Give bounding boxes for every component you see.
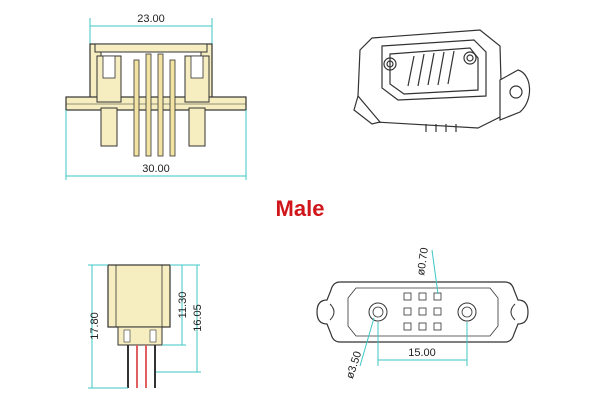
left-guide-peg [100, 107, 118, 147]
pin-square [403, 292, 412, 301]
total-height-label: 16.05 [192, 304, 204, 332]
iso-right-ear [499, 69, 531, 121]
bottom-view: ø0.70 ø3.50 15.00 [316, 247, 529, 380]
right-ear-notch [510, 303, 516, 321]
side-housing [107, 264, 171, 328]
pin-square [403, 322, 412, 331]
iso-pin [407, 55, 415, 87]
bottom-width-label: 30.00 [142, 163, 170, 175]
pin-square [418, 307, 427, 316]
pin-diameter-leader [431, 249, 439, 295]
mounting-flange [65, 96, 247, 111]
front-pin [133, 59, 140, 157]
body-height-label: 11.30 [177, 292, 189, 319]
iso-right-guide-hole-inner [466, 54, 474, 62]
pin-square [433, 322, 442, 331]
diagram-title: Male [276, 196, 325, 221]
hole-spacing-label: 15.00 [408, 347, 436, 359]
right-guide-hole-inner [461, 306, 473, 318]
bottom-inner-outline [347, 287, 499, 337]
pin-square [433, 307, 442, 316]
side-view: 17.80 11.30 16.05 [88, 264, 204, 389]
iso-right-ear-hole [509, 85, 523, 99]
iso-left-ear [353, 94, 382, 125]
iso-left-guide-hole-inner [386, 60, 394, 68]
hole-diameter-leader [359, 317, 375, 367]
pin-square [418, 322, 427, 331]
iso-inner-wall [389, 47, 479, 95]
iso-outer-shell [357, 29, 503, 129]
left-guide-slot [102, 55, 116, 79]
iso-right-guide-hole [463, 51, 477, 65]
housing-top-lip [94, 43, 208, 53]
pin-square [418, 292, 427, 301]
iso-pin [417, 53, 425, 87]
right-guide-peg [188, 107, 206, 147]
front-pin [145, 53, 152, 157]
front-pin [157, 53, 164, 157]
iso-pin [447, 50, 455, 85]
right-guide-slot [190, 55, 204, 79]
front-view: 23.00 30.00 [65, 13, 247, 180]
overall-height-label: 17.80 [89, 312, 101, 340]
pin-square [403, 307, 412, 316]
pin-diameter-label: ø0.70 [415, 247, 431, 277]
left-guide-hole-inner [372, 306, 384, 318]
hole-diameter-label: ø3.50 [344, 350, 364, 380]
side-base-slot [149, 329, 157, 343]
top-width-label: 23.00 [137, 13, 165, 25]
left-ear-notch [329, 303, 335, 321]
pin-grid [403, 292, 442, 331]
pin-square [433, 292, 442, 301]
iso-pin [427, 52, 435, 86]
side-base-slot [123, 329, 131, 343]
isometric-view [353, 29, 531, 132]
front-pin [169, 59, 176, 157]
iso-inner-opening [381, 39, 487, 101]
iso-left-guide-hole [383, 57, 397, 71]
iso-pin [437, 51, 445, 86]
